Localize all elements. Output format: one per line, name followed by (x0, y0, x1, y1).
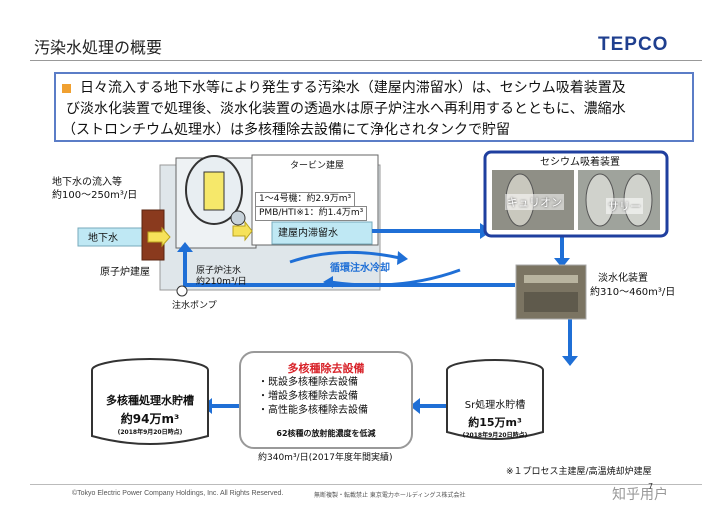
sr-tank-label: Sr処理水貯槽 (464, 400, 526, 411)
arrow-to-desal (554, 258, 570, 268)
groundwater-label: 地下水 (88, 233, 118, 244)
alps-rate: 約340m³/日(2017年度年間実績) (258, 453, 393, 463)
pipe-desal-to-sr (568, 318, 572, 360)
groundwater-inflow-rate: 約100～250m³/日 (52, 190, 138, 201)
alps-tank-volume: 約94万m³ (120, 412, 180, 426)
alps-item-existing: ・既設多核種除去設備 (258, 377, 358, 388)
pipe-to-cesium-h (372, 229, 482, 233)
alps-box (239, 351, 413, 449)
injection-pump-icon (176, 285, 188, 297)
torus (230, 210, 246, 226)
sr-tank-body (446, 370, 544, 440)
pipe-alps-to-tank (206, 404, 242, 408)
inflow-arrow-2 (232, 220, 253, 242)
footnote: ※１プロセス主建屋/高温焼却炉建屋 (506, 467, 652, 477)
alps-note: 62核種の放射能濃度を低減 (276, 429, 376, 438)
stagnant-water-label: 建屋内滞留水 (278, 228, 338, 239)
circulation-arrow-top (289, 250, 401, 264)
reactor-injection-label: 原子炉注水 (196, 266, 242, 276)
pipe-sr-to-alps (416, 404, 446, 408)
reactor-injection-rate: 約210m³/日 (196, 277, 247, 287)
circulation-arrowhead-top (397, 251, 408, 265)
circulation-arrow-bottom (329, 268, 461, 287)
footer-divider (30, 484, 702, 485)
summary-box: 日々流入する地下水等により発生する汚染水（建屋内滞留水）は、セシウム吸着装置及 … (54, 72, 694, 142)
circulation-label: 循環注水冷却 (330, 263, 390, 274)
page-number: 7 (648, 482, 654, 491)
injection-pump-label: 注水ポンプ (172, 301, 217, 311)
alps-tank-date: (2018年9月20日時点) (117, 429, 183, 436)
reactor-building-label: 原子炉建屋 (100, 267, 150, 278)
arrow-to-sr (562, 356, 578, 366)
reproduction-notice: 無断複製・転載禁止 東京電力ホールディングス株式会社 (314, 492, 466, 499)
alps-tank-body (91, 370, 209, 445)
pipe-cesium-to-desal (560, 228, 564, 262)
copyright-text: ©Tokyo Electric Power Company Holdings, … (72, 490, 284, 497)
desalination-rate: 約310～460m³/日 (590, 287, 676, 298)
pmb-hti-volume: PMB/HTI※1：約1.4万m³ (255, 206, 368, 221)
alps-item-additional: ・増設多核種除去設備 (258, 391, 358, 402)
inflow-arrow (147, 226, 171, 248)
logo-text: TEPCO (598, 34, 669, 55)
reactor-core (203, 171, 225, 211)
watermark-text: 知乎用户 (612, 487, 668, 503)
sr-tank-volume: 約15万m³ (468, 416, 522, 429)
arrow-to-alps (410, 398, 420, 414)
cesium-device-title: セシウム吸着装置 (540, 157, 620, 168)
alps-title: 多核種除去設備 (287, 362, 365, 375)
desal-photo-detail-2 (524, 292, 578, 312)
groundwater-inflow-label: 地下水の流入等 (52, 177, 122, 188)
kurion-label: キュリオン (505, 194, 564, 210)
summary-line-1: 日々流入する地下水等により発生する汚染水（建屋内滞留水）は、セシウム吸着装置及 (80, 80, 626, 96)
title-divider (30, 60, 702, 61)
pipe-injection-up (183, 250, 187, 287)
summary-line-2: び淡水化装置で処理後、淡水化装置の透過水は原子炉注水へ再利用するとともに、濃縮水 (66, 101, 626, 117)
summary-line-3: （ストロンチウム処理水）は多核種除去設備にて浄化されタンクで貯留 (62, 122, 510, 138)
tepco-logo: TEPCO (598, 34, 668, 56)
alps-item-high-performance: ・高性能多核種除去設備 (258, 405, 368, 416)
sarry-label: サリー (606, 198, 643, 214)
sr-tank-date: (2018年9月20日時点) (462, 432, 528, 439)
turbine-building-label: タービン建屋 (290, 161, 345, 171)
units-1-4-volume: 1～4号機：約2.9万m³ (255, 192, 356, 207)
bullet-icon (62, 84, 71, 93)
circulation-arrowhead-bottom (323, 276, 333, 288)
watermark: 知乎用户 (612, 484, 668, 504)
desalination-label: 淡水化装置 (598, 273, 648, 284)
alps-tank-label: 多核種処理水貯槽 (106, 394, 194, 407)
desal-photo-detail-1 (524, 275, 578, 283)
page-title: 汚染水処理の概要 (34, 38, 163, 57)
arrow-injection-up (177, 242, 193, 252)
